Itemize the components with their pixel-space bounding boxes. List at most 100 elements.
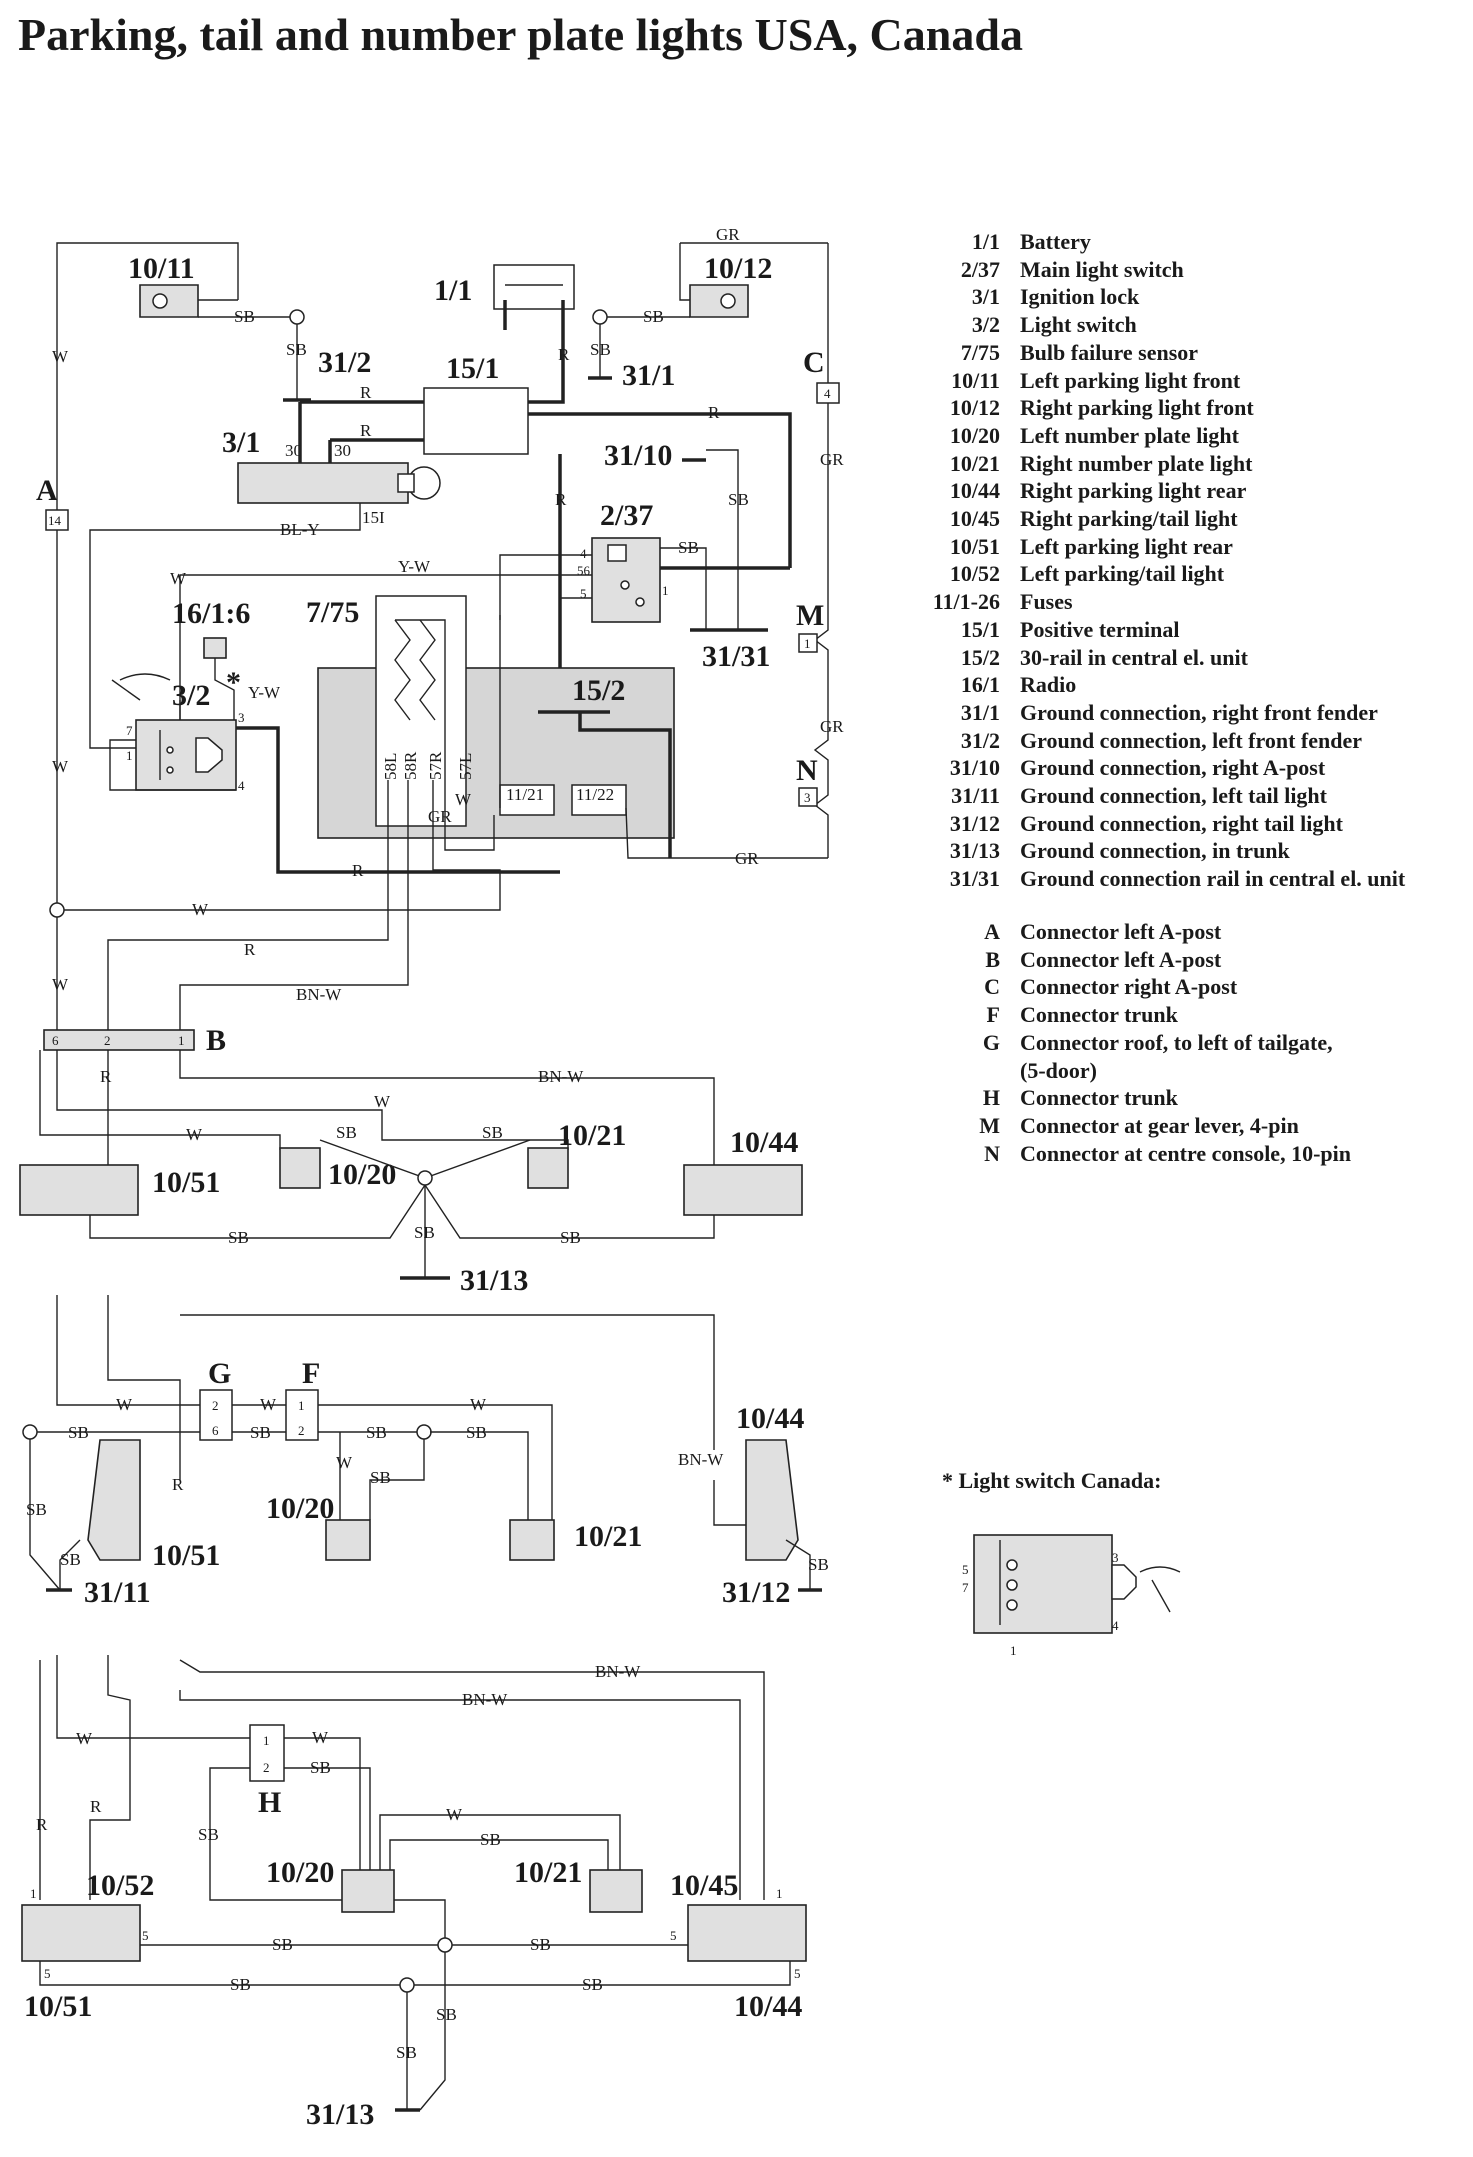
legend-item-desc: Light switch [1020,312,1137,338]
ground-symbol [592,309,608,325]
connector-item-code: M [979,1112,1000,1138]
connector-item-desc: Connector left A-post [1020,919,1222,944]
label-31-10: 31/10 [604,439,672,472]
legend-item-desc: Left number plate light [1020,422,1239,448]
pin-label: 5 [44,1966,51,1981]
page-title: Parking, tail and number plate lights US… [18,9,1023,60]
label-a: A [36,474,58,507]
splice-symbol [49,902,65,918]
pin-label: 2 [212,1398,219,1413]
label-31-2: 31/2 [318,346,371,379]
wire-label: R [36,1815,48,1834]
lamp-10-20-b [325,1519,371,1561]
label-h: H [258,1786,281,1819]
label-10-20-b: 10/20 [266,1492,334,1525]
pin-label: 2 [263,1760,270,1775]
label-31-1: 31/1 [622,359,675,392]
ground-symbol [22,1424,38,1440]
pin-label: 1 [1010,1643,1017,1658]
canada-note: * Light switch Canada: [942,1468,1162,1493]
lamp-10-51-b [87,1439,141,1561]
fuse-11-22 [571,784,627,816]
wire-label: GR [820,450,844,469]
label-10-52: 10/52 [86,1869,154,1902]
wire-label: R [360,421,372,440]
wire-label: R [100,1067,112,1086]
wire-label: SB [560,1228,581,1247]
wire-label: SB [272,1935,293,1954]
legend-item-code: 10/44 [949,478,1000,504]
pin-label: 2 [298,1423,305,1438]
legend-item-desc: Fuses [1020,589,1073,615]
wire-label: W [374,1092,391,1111]
connector-item-desc: Connector roof, to left of tailgate, [1020,1029,1333,1055]
wire-label: SB [68,1423,89,1442]
wire-label: SB [590,340,611,359]
lamp-10-20-a [279,1147,321,1189]
legend-item-code: 10/51 [949,533,1000,559]
wire-label: 58R [401,751,420,780]
connector-m [798,633,818,653]
label-10-51-b: 10/51 [152,1539,220,1572]
pin-label: 1 [178,1033,185,1048]
legend-item-desc: Ground connection, right front fender [1020,699,1378,725]
wire-label: BN-W [538,1067,584,1086]
label-10-21-a: 10/21 [558,1119,626,1152]
pin-label: 3 [804,790,811,805]
wire-label: Y-W [248,683,281,702]
legend-item-desc: Right parking light front [1020,395,1254,421]
label-15-1: 15/1 [446,352,499,385]
wire-label: W [446,1805,463,1824]
label-10-21-c: 10/21 [514,1856,582,1889]
pin-label: 7 [126,723,133,738]
wire-label: SB [366,1423,387,1442]
pin-label: 2 [104,1033,111,1048]
wire-label: SB [60,1550,81,1569]
wire-label: W [116,1395,133,1414]
legend-item-code: 11/1-26 [932,589,1000,615]
legend-item-desc: Left parking light rear [1020,533,1233,559]
label-g: G [208,1357,231,1390]
wire-label: BN-W [678,1450,724,1469]
bulb-failure-sensor-7-75 [375,595,467,827]
wire-label: W [192,900,209,919]
wire-label: SB [286,340,307,359]
wire-label: SB [808,1555,829,1574]
legend-item-code: 2/37 [960,256,1000,282]
battery-1-1 [493,264,575,310]
pin-label: 3 [238,710,245,725]
legend-item-desc: Main light switch [1020,256,1184,282]
wire-label: GR [716,225,740,244]
label-10-20-a: 10/20 [328,1158,396,1191]
pin-label: 4 [580,546,587,561]
label-10-11: 10/11 [128,252,195,285]
wire-label: SB [230,1975,251,1994]
wire-label: W [312,1728,329,1747]
wire-label: BN-W [595,1662,641,1681]
wire-label: SB [26,1500,47,1519]
wire-label: 58L [381,753,400,780]
fuse-11-21 [499,784,555,816]
bulb-icon [720,293,736,309]
legend-item-desc: Ground connection, in trunk [1020,838,1290,864]
wire-label: SB [643,307,664,326]
legend-item-desc: Left parking/tail light [1020,561,1225,587]
wire-label: 30 [285,441,302,460]
wire-label: SB [234,307,255,326]
legend-item-desc: Right number plate light [1020,450,1253,476]
wire-label: R [90,1797,102,1816]
wire-label: 15I [362,508,385,527]
label-7-75: 7/75 [306,596,359,629]
pin-label: 1 [776,1886,783,1901]
legend-item-desc: Bulb failure sensor [1020,339,1199,365]
wire-label: W [170,569,187,588]
